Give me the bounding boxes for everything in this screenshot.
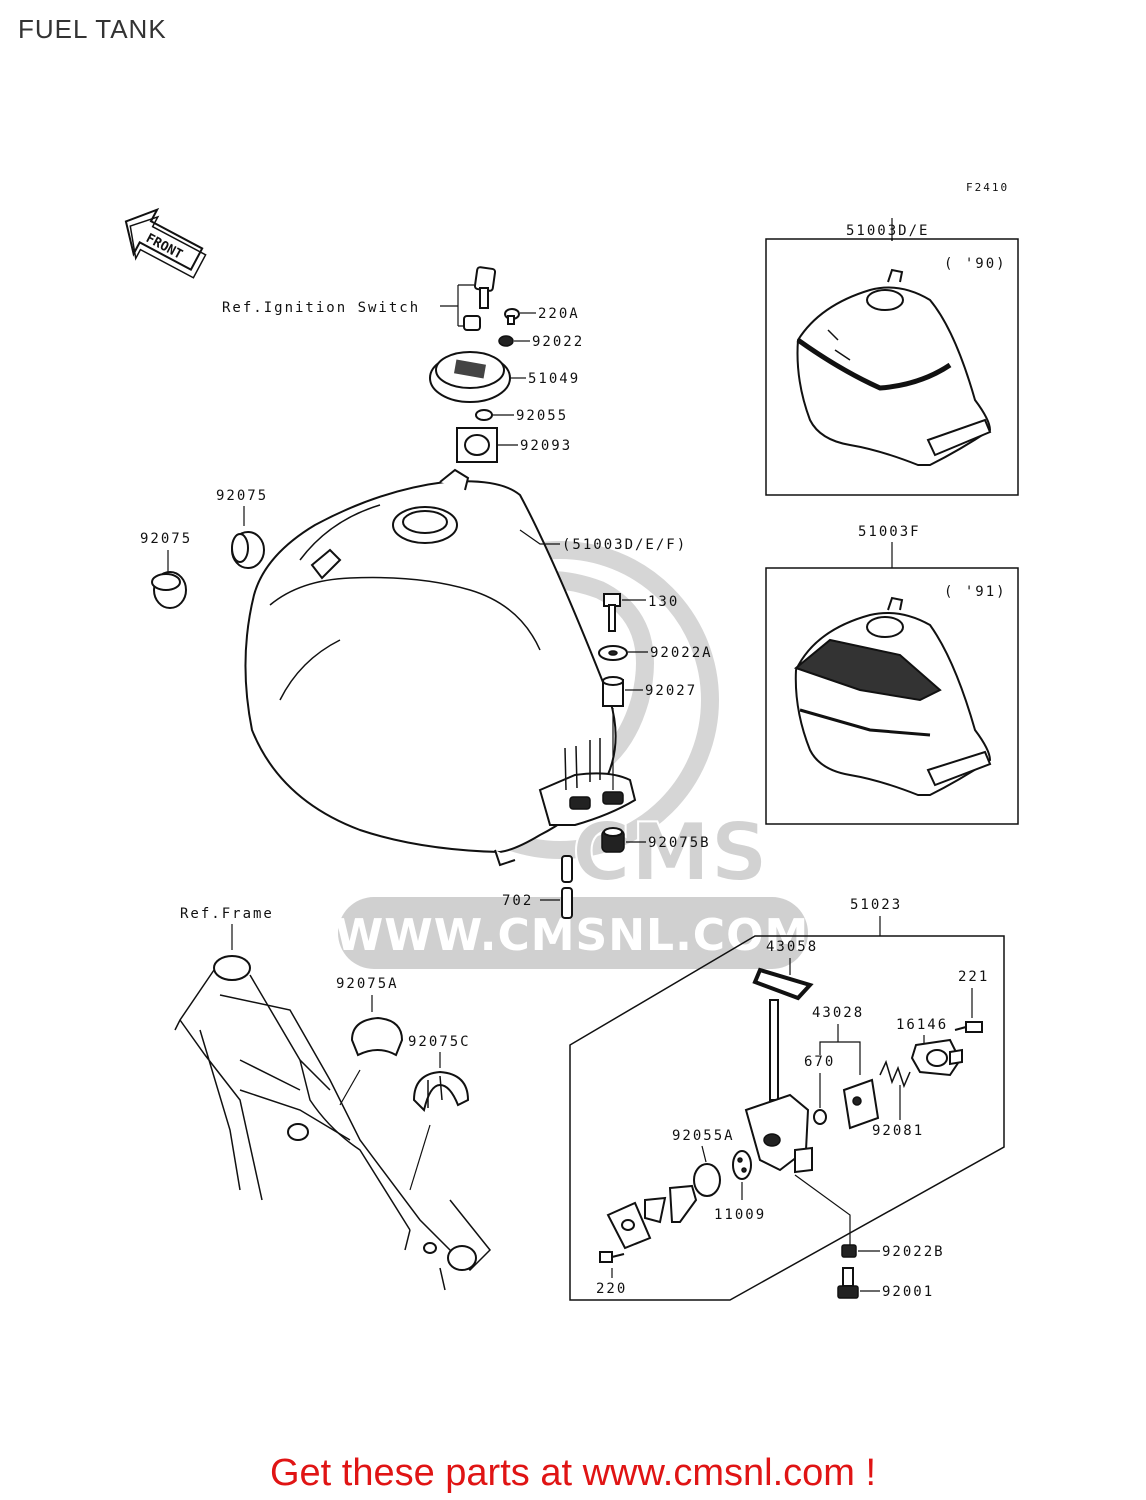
assembly-frame <box>569 935 1005 1301</box>
label-51023: 51023 <box>850 897 902 913</box>
bolt-92001 <box>837 1267 859 1299</box>
ref-ignition-label: Ref.Ignition Switch <box>222 300 420 316</box>
screw-221 <box>954 1021 983 1033</box>
label-92075A: 92075A <box>336 976 399 992</box>
gasket-plate <box>606 1184 698 1250</box>
label-221: 221 <box>958 969 989 985</box>
label-92022B: 92022B <box>882 1244 945 1260</box>
oring-92055A <box>693 1163 721 1197</box>
spring-92081 <box>879 1059 911 1089</box>
screw-220 <box>599 1251 625 1263</box>
diaphragm-43028 <box>842 1078 880 1130</box>
inset-91-tank <box>793 596 992 796</box>
label-92027: 92027 <box>645 683 697 699</box>
damper-92075B <box>601 827 625 853</box>
oring-92055 <box>475 409 493 421</box>
label-92022A: 92022A <box>650 645 713 661</box>
damper-92075C <box>412 1070 470 1112</box>
label-16146: 16146 <box>896 1017 948 1033</box>
label-92075C: 92075C <box>408 1034 471 1050</box>
label-43058: 43058 <box>766 939 818 955</box>
label-92081: 92081 <box>872 1123 924 1139</box>
figure-code: F2410 <box>966 181 1009 194</box>
ref-frame-label: Ref.Frame <box>180 906 274 922</box>
label-51049: 51049 <box>528 371 580 387</box>
fuel-tank <box>244 468 637 867</box>
label-670: 670 <box>804 1054 835 1070</box>
front-arrow: FRONT <box>124 207 207 279</box>
inset-90-year: ( '90) <box>944 256 1007 272</box>
label-92055A: 92055A <box>672 1128 735 1144</box>
damper-92075-top <box>231 531 265 569</box>
inset-90-tank <box>796 268 992 466</box>
inset-90-part-label: 51003D/E <box>846 223 929 239</box>
label-130: 130 <box>648 594 679 610</box>
inset-91-year: ( '91) <box>944 584 1007 600</box>
label-tank: (51003D/E/F) <box>562 537 687 553</box>
label-92075-left: 92075 <box>140 531 192 547</box>
fuel-cap-51049 <box>429 351 511 403</box>
frame-ref <box>174 955 492 1291</box>
filter-11009 <box>732 1150 752 1180</box>
label-220A: 220A <box>538 306 580 322</box>
label-220: 220 <box>596 1281 627 1297</box>
label-92093: 92093 <box>520 438 572 454</box>
inset-91-part-label: 51003F <box>858 524 921 540</box>
cover-16146 <box>910 1038 963 1077</box>
label-92001: 92001 <box>882 1284 934 1300</box>
oring-670 <box>813 1109 827 1125</box>
watermark-banner <box>338 897 808 969</box>
nut-92022 <box>498 335 514 347</box>
label-11009: 11009 <box>714 1207 766 1223</box>
inset-91-frame <box>765 567 1019 825</box>
label-92075B: 92075B <box>648 835 711 851</box>
ignition-key <box>463 266 497 331</box>
nut-92022B <box>841 1244 857 1258</box>
grommet-92093 <box>456 427 498 463</box>
watermark-text: WWW.CMSNL.COM <box>335 910 810 961</box>
collar-92027 <box>602 676 624 707</box>
label-43028: 43028 <box>812 1005 864 1021</box>
label-92022: 92022 <box>532 334 584 350</box>
damper-92075A <box>350 1016 404 1057</box>
bolt-130 <box>603 593 621 632</box>
label-92055: 92055 <box>516 408 568 424</box>
promo-link[interactable]: Get these parts at www.cmsnl.com ! <box>269 1452 877 1494</box>
damper-92075-left <box>151 571 187 609</box>
label-92075-top: 92075 <box>216 488 268 504</box>
watermark-logo-text: CMS <box>572 806 768 899</box>
washer-92022A <box>598 645 628 661</box>
fuel-tap-body <box>744 999 813 1174</box>
pin-702 <box>561 855 573 919</box>
page-title: FUEL TANK <box>18 14 167 44</box>
screw-220A <box>504 308 520 325</box>
label-702: 702 <box>502 893 533 909</box>
gasket-43058 <box>752 967 814 1001</box>
